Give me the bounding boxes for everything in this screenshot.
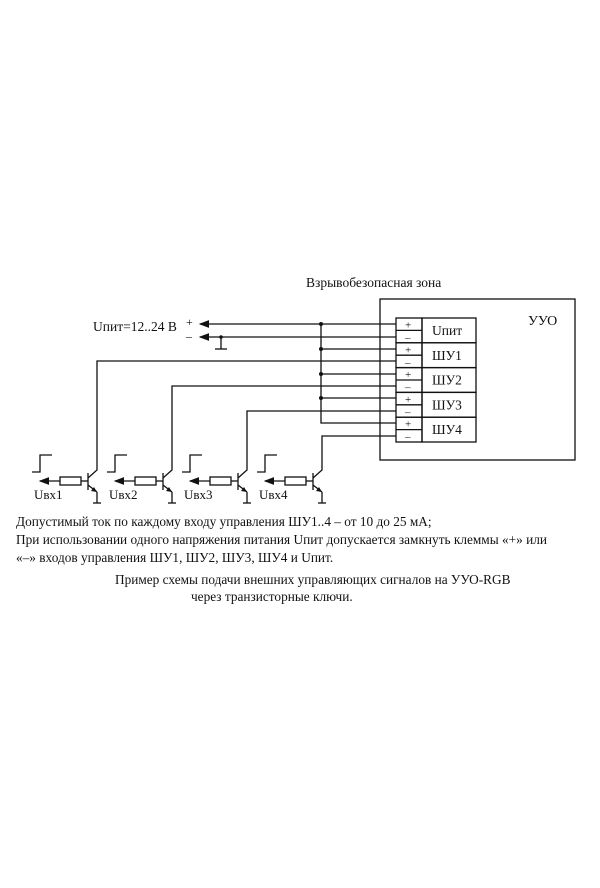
terminal-label: Uпит [432, 323, 462, 338]
resistor [59, 476, 82, 486]
input-label: Uвх4 [259, 487, 288, 502]
supply-label: Uпит=12..24 В [93, 319, 177, 334]
emitter-arrowhead [91, 487, 97, 492]
note-line-3: «–» входов управления ШУ1, ШУ2, ШУ3, ШУ4… [16, 550, 334, 565]
terminal-plus: + [405, 320, 411, 332]
emitter-arrowhead [241, 487, 247, 492]
transistor-keys: Uвх1 Uвх2 Uвх3 Uвх4 [32, 360, 396, 504]
terminal-minus: – [404, 431, 411, 443]
supply-minus: – [185, 329, 193, 343]
terminal-4: +– ШУ3 [395, 391, 477, 418]
terminal-label: ШУ2 [432, 373, 462, 388]
terminal-plus: + [405, 394, 411, 406]
terminal-3: +– ШУ2 [395, 366, 477, 394]
terminal-label: ШУ4 [432, 422, 462, 437]
zone-label: Взрывобезопасная зона [306, 275, 441, 290]
collector-wire [312, 435, 396, 479]
terminal-label: ШУ1 [432, 348, 462, 363]
collector-wire [87, 360, 396, 479]
terminal-1: +– Uпит [395, 317, 477, 344]
caption-line-1: Пример схемы подачи внешних управляющих … [115, 572, 511, 587]
terminal-plus: + [405, 369, 411, 381]
terminal-2: +– ШУ1 [395, 342, 477, 369]
terminal-minus: – [404, 406, 411, 418]
terminal-plus: + [405, 419, 411, 431]
transistor-key-3: Uвх3 [182, 410, 396, 504]
terminal-block: +–Uпит+–ШУ1+–ШУ2+–ШУ3+–ШУ4 [395, 317, 477, 443]
resistor [209, 476, 232, 486]
input-label: Uвх3 [184, 487, 213, 502]
plus-bus [319, 322, 396, 424]
resistor [284, 476, 307, 486]
terminal-minus: – [404, 382, 411, 394]
resistor [134, 476, 157, 486]
transistor-key-2: Uвх2 [107, 385, 396, 504]
input-label: Uвх1 [34, 487, 63, 502]
caption-line-2: через транзисторные ключи. [191, 589, 353, 604]
step-signal-icon [182, 454, 202, 473]
terminal-minus: – [404, 332, 411, 344]
terminal-minus: – [404, 357, 411, 369]
note-line-1: Допустимый ток по каждому входу управлен… [16, 514, 432, 529]
step-signal-icon [107, 454, 127, 473]
collector-wire [237, 410, 396, 479]
transistor-key-4: Uвх4 [257, 435, 396, 504]
emitter-arrowhead [166, 487, 172, 492]
device-box [379, 298, 576, 461]
step-signal-icon [257, 454, 277, 473]
terminal-plus: + [405, 344, 411, 356]
emitter-arrowhead [316, 487, 322, 492]
device-label: УУО [528, 314, 557, 329]
terminal-5: +– ШУ4 [395, 416, 477, 443]
step-signal-icon [32, 454, 52, 473]
supply-plus: + [186, 315, 193, 329]
terminal-label: ШУ3 [432, 397, 462, 412]
input-label: Uвх2 [109, 487, 138, 502]
note-line-2: При использовании одного напряжения пита… [16, 532, 547, 547]
ground-tap [215, 335, 227, 350]
collector-wire [162, 385, 396, 479]
transistor-key-1: Uвх1 [32, 360, 396, 504]
